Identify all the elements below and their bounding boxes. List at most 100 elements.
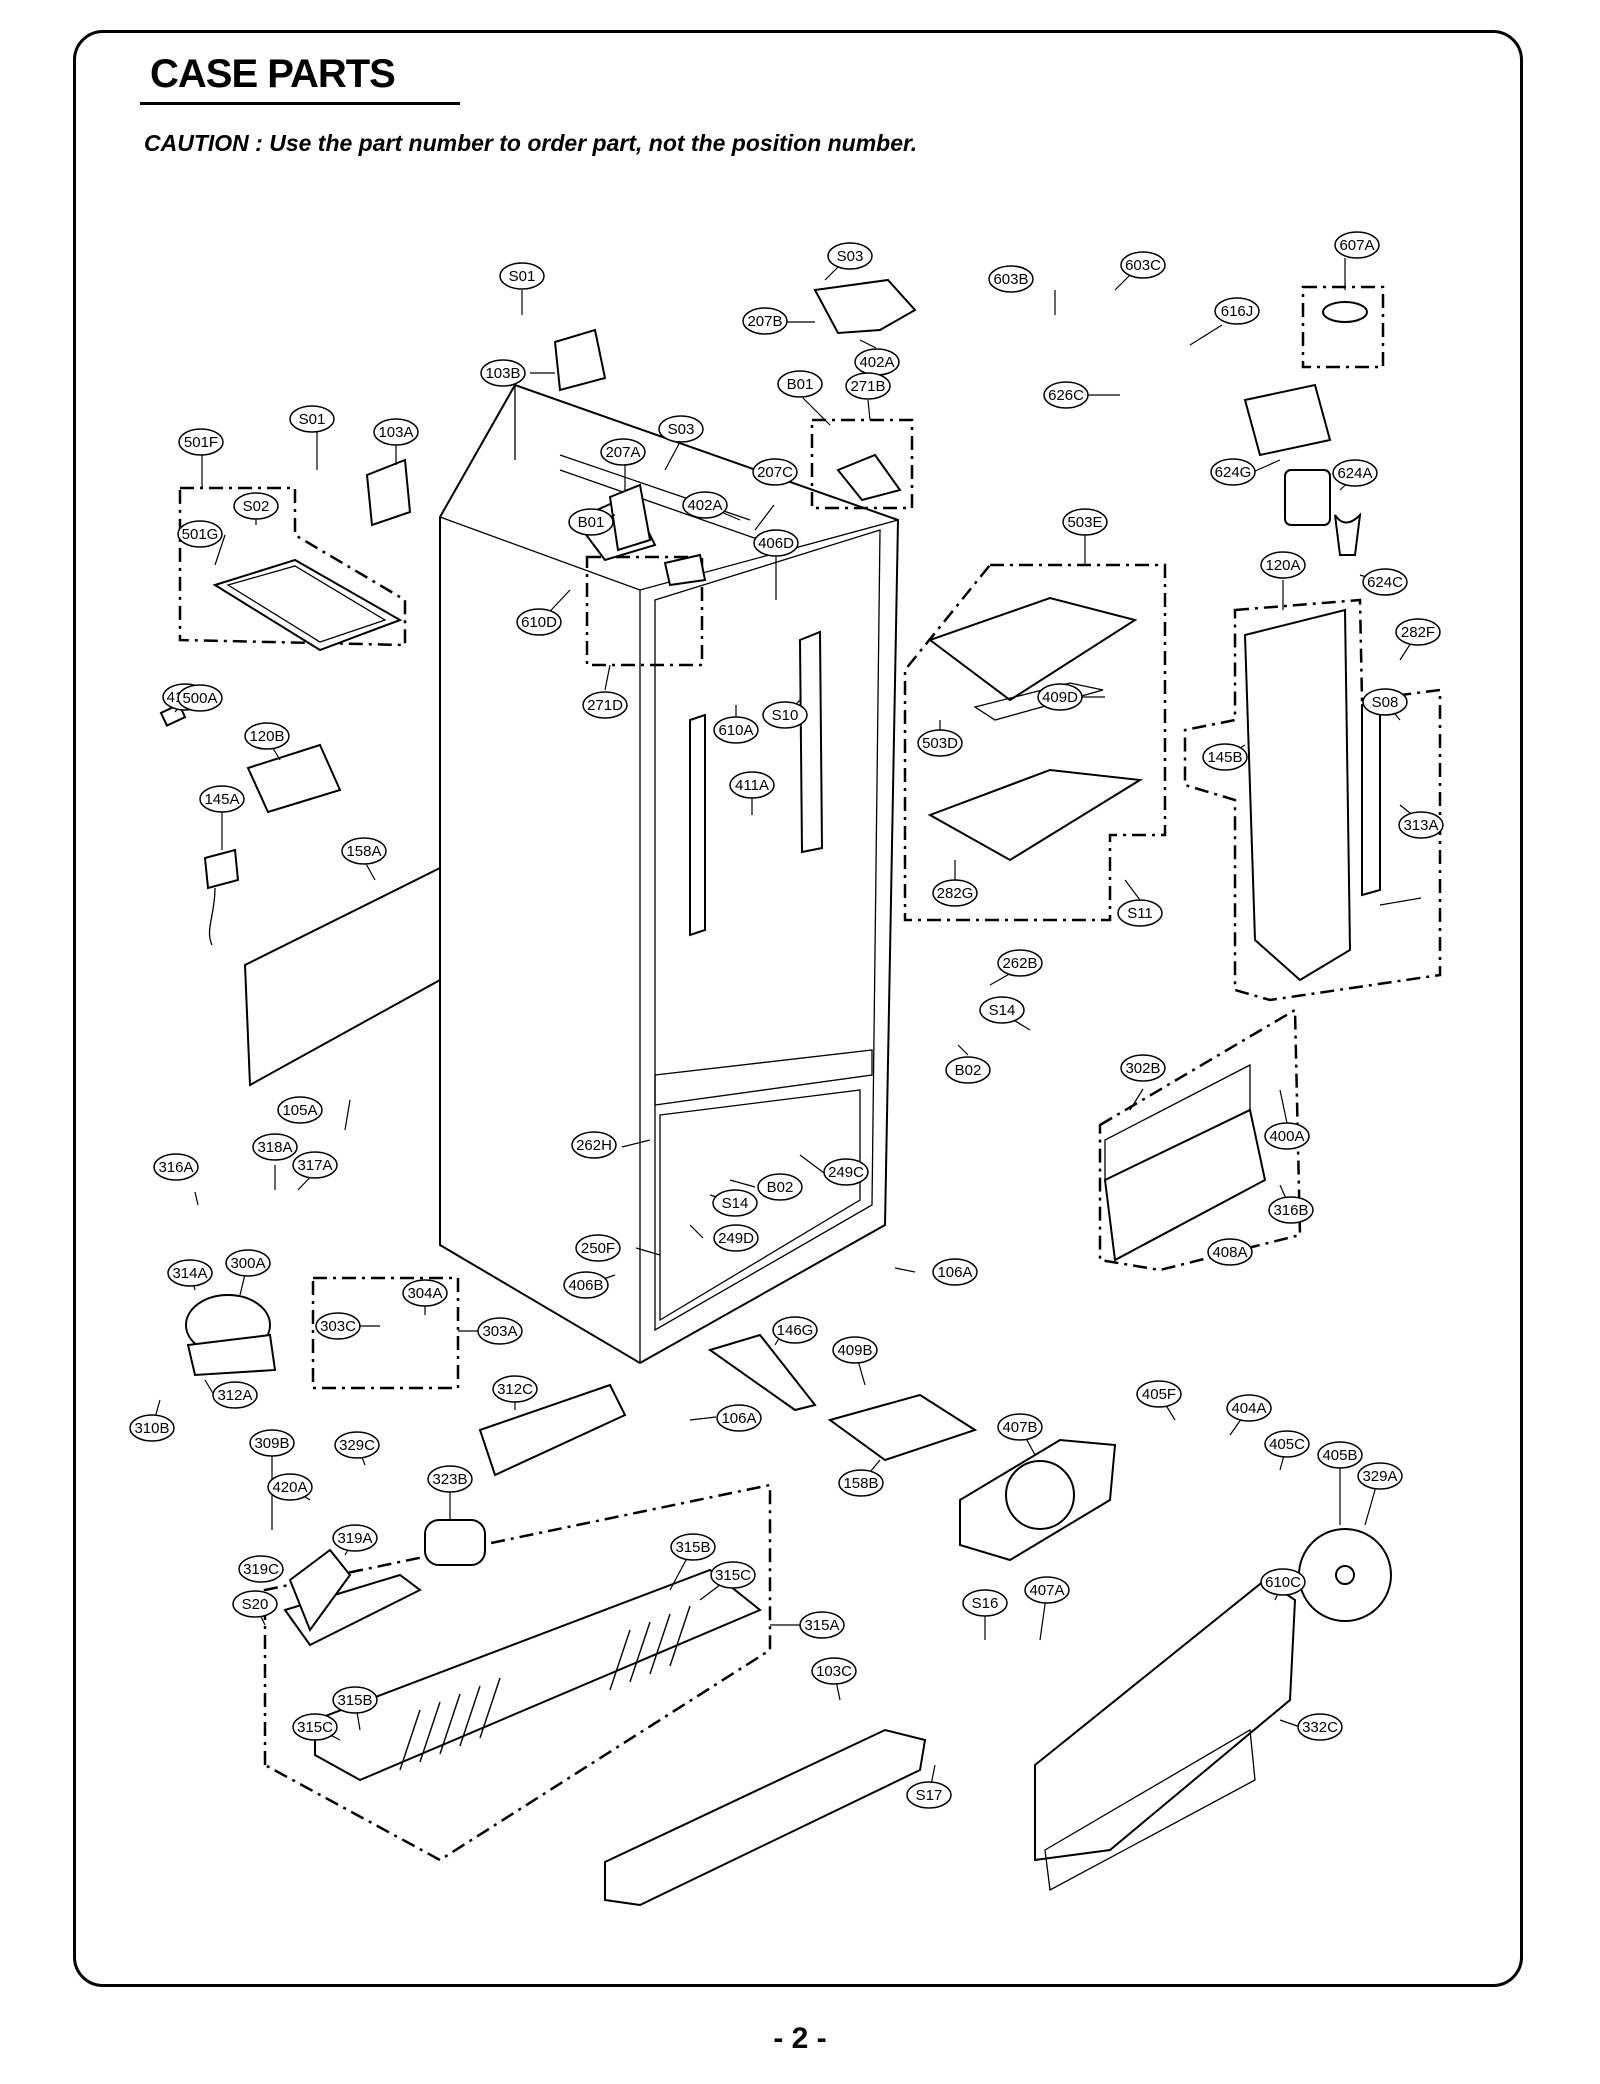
callout-bubble: [682, 491, 728, 519]
callout-label: 145B: [1207, 749, 1242, 766]
refrigerator-cabinet: [439, 383, 900, 1365]
callout-label: 402A: [687, 497, 722, 514]
callout-label: 146G: [777, 1322, 814, 1339]
callout-bubble: [777, 370, 823, 398]
callout-624g: 624G: [1210, 458, 1256, 486]
callout-b01: B01: [777, 370, 823, 398]
callout-bubble: [729, 771, 775, 799]
callout-bubble: [1210, 458, 1256, 486]
callout-label: 309B: [254, 1435, 289, 1452]
callout-bubble: [568, 508, 614, 536]
callout-label: 120A: [1265, 557, 1300, 574]
callout-603c: 603C: [1120, 251, 1166, 279]
callout-315b: 315B: [670, 1533, 716, 1561]
callout-bubble: [1207, 1238, 1253, 1266]
callout-s01: S01: [499, 262, 545, 290]
callout-158b: 158B: [838, 1469, 884, 1497]
callout-262b: 262B: [997, 949, 1043, 977]
callout-b02: B02: [757, 1173, 803, 1201]
callout-label: 106A: [721, 1410, 756, 1427]
callout-s17: S17: [906, 1781, 952, 1809]
callout-bubble: [752, 458, 798, 486]
callout-316a: 316A: [153, 1153, 199, 1181]
callout-label: 282G: [937, 885, 974, 902]
callout-label: 603B: [993, 271, 1028, 288]
callout-label: 607A: [1339, 237, 1374, 254]
callout-label: 402A: [859, 354, 894, 371]
callout-bubble: [232, 1590, 278, 1618]
callout-bubble: [838, 1469, 884, 1497]
callout-s03: S03: [827, 242, 873, 270]
callout-409d: 409D: [1037, 683, 1083, 711]
callout-313a: 313A: [1398, 811, 1444, 839]
callout-314a: 314A: [167, 1259, 213, 1287]
callout-120a: 120A: [1260, 551, 1306, 579]
callout-bubble: [575, 1234, 621, 1262]
callout-400a: 400A: [1264, 1122, 1310, 1150]
callout-label: 610A: [718, 722, 753, 739]
callout-label: 405C: [1269, 1436, 1305, 1453]
callout-s16: S16: [962, 1589, 1008, 1617]
callout-label: 315B: [337, 1692, 372, 1709]
callout-bubble: [757, 1173, 803, 1201]
callout-bubble: [762, 701, 808, 729]
callout-label: 409B: [837, 1342, 872, 1359]
callout-249d: 249D: [713, 1224, 759, 1252]
callout-label: 207A: [605, 444, 640, 461]
callout-406d: 406D: [753, 529, 799, 557]
callout-bubble: [753, 529, 799, 557]
callout-bubble: [1202, 743, 1248, 771]
callout-b02: B02: [945, 1056, 991, 1084]
callout-label: S02: [243, 498, 270, 515]
callout-label: 501G: [182, 526, 219, 543]
callout-249c: 249C: [823, 1158, 869, 1186]
callout-316b: 316B: [1268, 1196, 1314, 1224]
callout-bubble: [1297, 1713, 1343, 1741]
callout-s14: S14: [712, 1189, 758, 1217]
callout-bubble: [1117, 899, 1163, 927]
callout-250f: 250F: [575, 1234, 621, 1262]
callout-label: 271B: [850, 378, 885, 395]
callout-bubble: [1214, 297, 1260, 325]
callout-500a: 500A: [177, 684, 223, 712]
callout-label: 405F: [1142, 1386, 1176, 1403]
callout-label: 329A: [1362, 1468, 1397, 1485]
callout-label: 329C: [339, 1437, 375, 1454]
callout-bubble: [1317, 1441, 1363, 1469]
callout-bubble: [962, 1589, 1008, 1617]
callout-label: B01: [787, 376, 814, 393]
callout-label: S20: [242, 1596, 269, 1613]
callout-bubble: [292, 1151, 338, 1179]
callout-label: 404A: [1231, 1400, 1266, 1417]
callout-106a: 106A: [932, 1258, 978, 1286]
callout-bubble: [845, 372, 891, 400]
callout-106a: 106A: [716, 1404, 762, 1432]
callout-s02: S02: [233, 492, 279, 520]
callout-label: 249C: [828, 1164, 864, 1181]
callout-bubble: [832, 1336, 878, 1364]
callout-bubble: [129, 1414, 175, 1442]
callout-label: 624C: [1367, 574, 1403, 591]
callout-406b: 406B: [563, 1271, 609, 1299]
callout-bubble: [267, 1473, 313, 1501]
callout-312a: 312A: [212, 1381, 258, 1409]
callout-bubble: [1264, 1430, 1310, 1458]
callout-label: S08: [1372, 694, 1399, 711]
callout-bubble: [827, 242, 873, 270]
callout-bubble: [341, 837, 387, 865]
callout-329a: 329A: [1357, 1462, 1403, 1490]
callout-bubble: [1260, 1568, 1306, 1596]
callout-label: 303C: [320, 1318, 356, 1335]
callout-bubble: [811, 1657, 857, 1685]
callout-405f: 405F: [1136, 1380, 1182, 1408]
callout-bubble: [1357, 1462, 1403, 1490]
page-number: - 2 -: [773, 2022, 827, 2055]
callout-300a: 300A: [225, 1249, 271, 1277]
callout-bubble: [932, 879, 978, 907]
callout-405b: 405B: [1317, 1441, 1363, 1469]
callout-bubble: [1043, 381, 1089, 409]
callout-bubble: [1332, 459, 1378, 487]
callout-label: 312C: [497, 1381, 533, 1398]
callout-s08: S08: [1362, 688, 1408, 716]
callout-label: 501F: [184, 434, 218, 451]
